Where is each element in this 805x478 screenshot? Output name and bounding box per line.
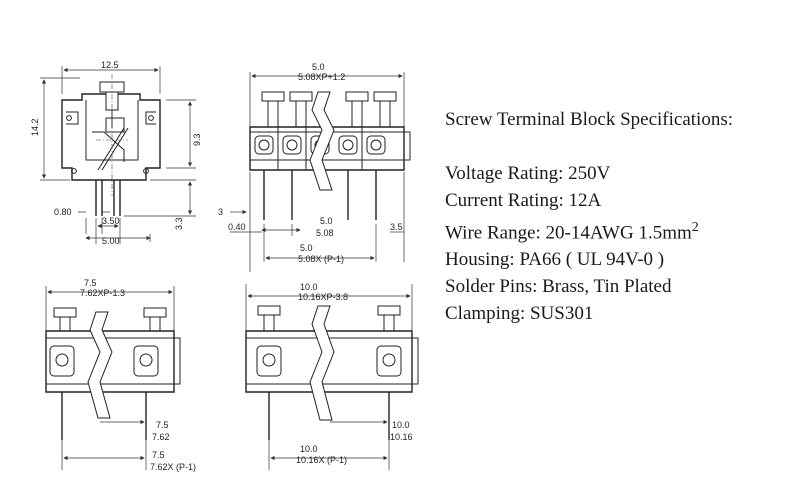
side-pin-length-label: 3.3	[174, 217, 184, 230]
side-view: 12.5 14.2 9.3 0.80 3.50 5.00 3.3	[30, 60, 202, 246]
spec-value: Brass, Tin Plated	[542, 276, 672, 298]
front-view-7-62: 7.5 7.62XP-1.3 7.5 7.62 7.5 7.62X (P-1)	[45, 278, 196, 472]
spec-label: Clamping:	[445, 303, 526, 325]
spec-value: 20-14AWG 1.5mm	[545, 222, 692, 244]
side-height-label: 14.2	[30, 118, 40, 136]
spec-value: 12A	[568, 190, 602, 211]
spec-value: PA66 ( UL 94V-0 )	[519, 249, 665, 271]
spec-label: Housing:	[445, 249, 515, 271]
spec-solder-pins: Solder Pins: Brass, Tin Plated	[445, 273, 800, 300]
v762-top-b: 7.62XP-1.3	[80, 288, 125, 298]
v508-pitch-b: 5.08	[316, 228, 334, 238]
v762-bottom-a: 7.5	[152, 450, 165, 460]
spec-housing: Housing: PA66 ( UL 94V-0 )	[445, 246, 800, 273]
spec-value: 250V	[568, 163, 611, 184]
spec-label: Voltage Rating:	[445, 163, 564, 184]
v508-right: 3.5	[390, 222, 403, 232]
front-view-5-08: 5.0 5.08XP+1.2 3 0.40 5.0 5.08 3.5 5.0 5…	[218, 62, 411, 272]
v762-top-a: 7.5	[84, 278, 97, 288]
spec-label: Wire Range:	[445, 222, 541, 244]
v762-pitch-a: 7.5	[156, 420, 169, 430]
spec-clamping: Clamping: SUS301	[445, 300, 800, 327]
v508-bottom-b: 5.08X (P-1)	[298, 254, 344, 264]
v1016-bottom-b: 10.16X (P-1)	[296, 455, 347, 465]
front-view-10-16: 10.0 10.16XP-3.8 10.0 10.16 10.0 10.16X …	[245, 282, 419, 470]
side-width-label: 12.5	[101, 60, 119, 70]
v1016-bottom-a: 10.0	[300, 444, 318, 454]
side-pin-offset-label: 0.80	[54, 207, 72, 217]
v508-pitch-a: 5.0	[320, 216, 333, 226]
spec-value: SUS301	[529, 303, 594, 325]
v508-pitch-top-a: 5.0	[312, 62, 325, 72]
v762-pitch-b: 7.62	[152, 432, 170, 442]
v508-left-a: 3	[218, 207, 223, 217]
v762-bottom-b: 7.62X (P-1)	[150, 462, 196, 472]
side-pitch-a-label: 3.50	[102, 216, 120, 226]
spec-current: Current Rating: 12A	[445, 187, 800, 214]
spec-superscript: 2	[691, 220, 699, 235]
side-pitch-b-label: 5.00	[102, 236, 120, 246]
spec-wire-range: Wire Range: 20-14AWG 1.5mm2	[445, 214, 800, 246]
spec-label: Current Rating:	[445, 190, 564, 211]
spec-voltage: Voltage Rating: 250V	[445, 160, 800, 187]
v508-pitch-top-b: 5.08XP+1.2	[298, 72, 345, 82]
v508-left-b: 0.40	[228, 222, 246, 232]
specifications-title: Screw Terminal Block Specifications:	[445, 109, 733, 130]
side-body-height-label: 9.3	[192, 133, 202, 146]
v1016-pitch-b: 10.16	[390, 432, 413, 442]
v508-bottom-a: 5.0	[300, 243, 313, 253]
v1016-top-b: 10.16XP-3.8	[298, 292, 348, 302]
spec-label: Solder Pins:	[445, 276, 538, 298]
v1016-top-a: 10.0	[300, 282, 318, 292]
specifications-panel: Screw Terminal Block Specifications: Vol…	[445, 106, 800, 327]
v1016-pitch-a: 10.0	[392, 420, 410, 430]
